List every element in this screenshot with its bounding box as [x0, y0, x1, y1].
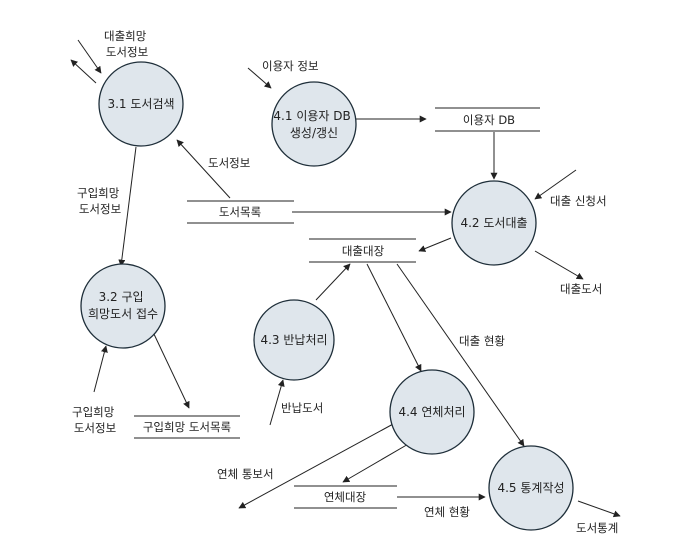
flow-arrow-out-3-1: [70, 59, 97, 84]
data-store-wish-list-label: 구입희망 도서목록: [143, 420, 231, 434]
flow-arrow-in-3-1: [77, 39, 102, 74]
process-4-1-label: 4.1 이용자 DB 생성/갱신: [273, 109, 354, 140]
flow-arrow-returned-to-4-3: [269, 379, 285, 426]
process-3-1: 3.1 도서검색: [98, 61, 184, 147]
data-store-user-db: 이용자 DB: [435, 107, 540, 132]
data-store-loan-ledger: 대출대장: [309, 238, 416, 263]
process-4-3: 4.3 반납처리: [253, 299, 335, 381]
data-store-user-db-label: 이용자 DB: [463, 113, 515, 127]
process-4-4-label: 4.4 연체처리: [398, 405, 465, 419]
flow-arrow-ledger-to-4-4: [366, 263, 422, 372]
process-3-2: 3.2 구입 희망도서 접수: [80, 263, 166, 349]
flow-label-loan-application: 대출 신청서: [550, 194, 607, 208]
data-store-overdue-ledger-label: 연체대장: [324, 490, 367, 504]
flow-arrow-4-3-to-ledger: [315, 263, 351, 301]
data-store-book-list: 도서목록: [187, 200, 294, 224]
flow-label-overdue-status: 연체 현황: [424, 505, 470, 519]
flow-arrow-application-to-4-2: [534, 169, 577, 200]
flow-arrow-4-2-to-ledger: [418, 237, 452, 252]
data-store-wish-list: 구입희망 도서목록: [134, 415, 240, 439]
process-4-1: 4.1 이용자 DB 생성/갱신: [271, 81, 357, 167]
flow-label-user-info: 이용자 정보: [262, 59, 319, 73]
process-4-5-label: 4.5 통계작성: [497, 481, 564, 495]
process-4-2: 4.2 도서대출: [451, 180, 537, 266]
flow-arrow-ledger-to-4-5: [396, 263, 525, 447]
flow-label-overdue-notice: 연체 통보서: [217, 467, 274, 481]
process-4-5: 4.5 통계작성: [488, 445, 574, 531]
process-3-1-label: 3.1 도서검색: [107, 97, 174, 111]
flow-label-buy-wish-info-bottom: 구입희망 도서정보: [72, 405, 118, 435]
data-store-book-list-label: 도서목록: [219, 205, 261, 219]
data-store-loan-ledger-label: 대출대장: [342, 244, 385, 258]
flow-arrow-3-1-to-3-2: [118, 146, 137, 267]
flow-label-returned-books: 반납도서: [281, 401, 323, 415]
process-4-4: 4.4 연체처리: [389, 369, 475, 455]
flow-label-loan-books: 대출도서: [560, 282, 602, 296]
flow-arrow-3-2-to-wishlist: [152, 331, 190, 409]
process-4-2-label: 4.2 도서대출: [460, 216, 527, 230]
flow-arrow-wishinfo-to-3-2: [93, 345, 108, 393]
flow-arrow-userinfo-to-4-1: [247, 67, 272, 89]
flow-label-loan-status: 대출 현황: [459, 334, 505, 348]
flow-label-book-stats: 도서통계: [576, 521, 618, 535]
flow-label-buy-wish-info-mid: 구입희망 도서정보: [77, 186, 123, 216]
flow-arrow-booklist-to-3-1: [176, 139, 231, 199]
process-3-2-label: 3.2 구입 희망도서 접수: [88, 290, 158, 321]
process-4-3-label: 4.3 반납처리: [260, 333, 327, 347]
flow-arrow-4-4-to-notice: [238, 422, 396, 509]
flow-label-book-info: 도서정보: [208, 156, 250, 170]
flow-arrow-4-4-to-overdue-ledger: [342, 442, 411, 483]
flow-arrow-4-5-to-stats: [577, 500, 621, 518]
data-store-overdue-ledger: 연체대장: [294, 485, 397, 509]
flow-label-req-info-top: 대출희망 도서정보: [104, 29, 150, 59]
flow-arrow-4-2-to-loanbooks: [534, 250, 584, 280]
